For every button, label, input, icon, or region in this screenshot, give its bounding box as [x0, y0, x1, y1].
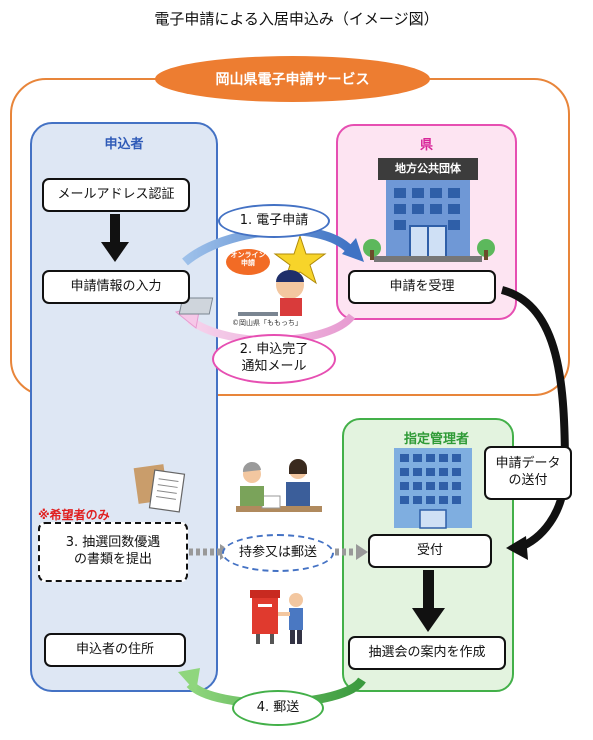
create-notice-box: 抽選会の案内を作成 — [348, 636, 506, 670]
email-auth-box: メールアドレス認証 — [42, 178, 190, 212]
only-applicants-note: ※希望者のみ — [38, 508, 110, 522]
arrow-down-manager — [412, 570, 445, 632]
arrow-down-applicant — [101, 214, 129, 262]
input-info-box: 申請情報の入力 — [42, 270, 190, 304]
arrow-data-send — [500, 286, 570, 552]
step-bring-or-mail: 持参又は郵送 — [222, 534, 334, 572]
online-badge-text: オンライン 申請 — [230, 251, 266, 268]
illustration-credit: ©岡山県「ももっち」 — [232, 319, 302, 327]
submit-docs-box: 3. 抽選回数優遇 の書類を提出 — [38, 522, 188, 582]
applicant-title: 申込者 — [104, 137, 144, 152]
documents-icon — [133, 464, 186, 513]
reception-people-icon — [236, 459, 322, 512]
reception-box: 受付 — [368, 534, 492, 568]
prefecture-title: 県 — [419, 138, 433, 153]
manager-title: 指定管理者 — [403, 432, 469, 447]
post-box-icon — [250, 590, 303, 644]
receive-box: 申請を受理 — [348, 270, 496, 304]
step-complete-mail: 2. 申込完了 通知メール — [212, 334, 336, 384]
applicant-address-box: 申込者の住所 — [44, 633, 186, 667]
building-sign: 地方公共団体 — [395, 162, 461, 175]
service-label: 岡山県電子申請サービス — [155, 56, 430, 102]
data-send-box: 申請データ の送付 — [484, 446, 572, 500]
page-title: 電子申請による入居申込み（イメージ図） — [154, 10, 439, 28]
step-postal: 4. 郵送 — [232, 690, 324, 726]
step-e-apply: 1. 電子申請 — [218, 204, 330, 238]
manager-building-icon — [394, 448, 472, 529]
arrow-bring-right — [328, 544, 368, 560]
government-building-icon — [363, 158, 495, 262]
applicant-panel — [30, 122, 218, 692]
